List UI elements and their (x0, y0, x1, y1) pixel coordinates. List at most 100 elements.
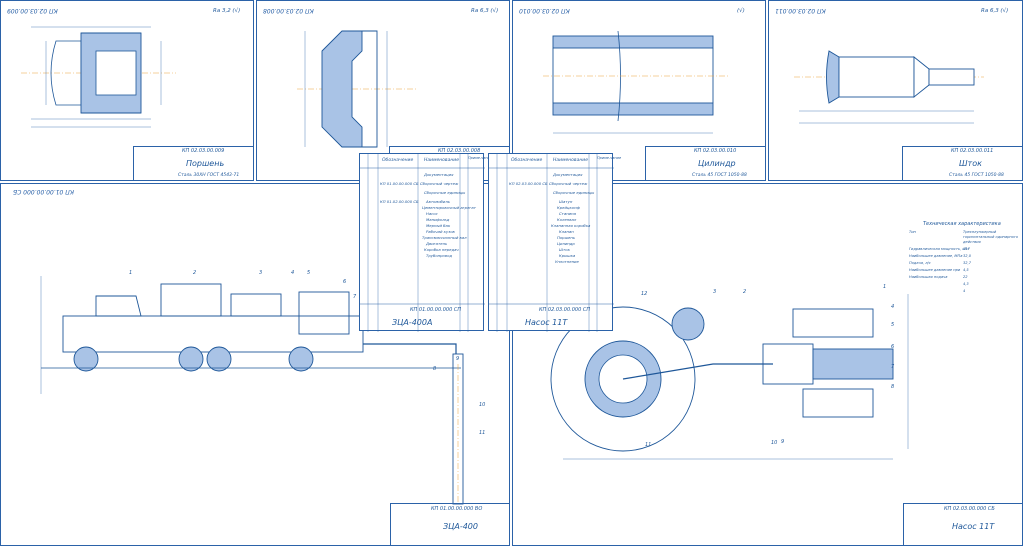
spec-footer-code: КП 01.00.00.000 СП (410, 307, 462, 313)
spec-item: Шток (559, 247, 570, 252)
tech-row-5: Гидравлическая мощность, кВт (909, 247, 970, 251)
title-block: КП 02.03.00.010 Цилиндр Сталь 45 ГОСТ 10… (645, 146, 766, 181)
spec-item: Клапанная коробка (551, 223, 591, 228)
spec-header-code: Обозначение (511, 158, 543, 163)
roughness-mark: Ra 6,3 (√) (981, 8, 1009, 14)
part-material: Сталь 45 ГОСТ 1050-88 (949, 173, 1004, 178)
spec-item: Трубопровод (426, 253, 453, 258)
spec-item: Манифольд (426, 217, 450, 222)
spec-footer-code: КП 02.03.00.000 СП (539, 307, 591, 313)
spec-section: Документация (553, 172, 583, 177)
callout-2: 2 (193, 270, 197, 276)
spec-section-2: Сборочные единицы (424, 190, 466, 195)
spec-item: Насос (426, 211, 438, 216)
spec-unit-code: КП 01.02.00.000 СБ (380, 199, 419, 204)
part-title: Поршень (186, 159, 225, 168)
spec-doc-name: Сборочный чертеж (549, 181, 588, 186)
callout-10: 10 (771, 440, 778, 446)
callout-6: 6 (343, 279, 347, 285)
tech-row-1: Тип (909, 230, 916, 234)
part-title: Шток (959, 159, 982, 168)
title-code: КП 02.03.00.011 (951, 148, 994, 154)
callout-3: 3 (259, 270, 263, 276)
tech-row-8: Наибольшее давление при (909, 268, 961, 272)
callout-8: 8 (891, 384, 895, 390)
tech-value-7: 4 (963, 289, 966, 293)
seat-drawing (297, 30, 417, 148)
spec-item: Шатун (559, 199, 573, 204)
tech-value-3: 32,7 (963, 261, 972, 265)
cylinder-drawing (543, 30, 728, 134)
part-material: Сталь 45 ГОСТ 1050-88 (692, 173, 747, 178)
title-code: КП 02.03.00.010 (694, 148, 737, 154)
callout-9: 9 (781, 439, 785, 445)
callout-8: 8 (433, 366, 437, 372)
title-block: КП 02.03.00.000 СБ Насос 11Т (903, 503, 1023, 546)
rod-drawing (794, 50, 984, 124)
part-title: ЗЦА-400 (443, 522, 478, 531)
tech-row-3: горизонтальный одинарного (963, 235, 1019, 239)
callout-2: 2 (743, 289, 747, 295)
spec-grid-left (360, 154, 485, 332)
roughness-mark: (√) (737, 8, 745, 14)
title-block: КП 02.03.00.009 Поршень Сталь 30ХН ГОСТ … (133, 146, 254, 181)
drawing-sheet-piston: КП 02.03.00.009 Ra 3,2 (√) КП 02.03.00.0… (0, 0, 254, 181)
spec-item: Коленвал (557, 217, 577, 222)
spec-footer-title: ЗЦА-400А (392, 318, 433, 327)
spec-sheet-left: Обозначение Наименование Приме-чание Док… (359, 153, 492, 332)
spec-item: Коробка передач (424, 247, 459, 252)
tech-row-7: Подача, л/с (909, 261, 931, 265)
title-block: КП 01.00.00.000 ВО ЗЦА-400 (390, 503, 510, 546)
spec-item: Крейцкопф (557, 205, 580, 210)
spec-item: Двигатель (426, 241, 448, 246)
spec-item: Уплотнение (555, 259, 579, 264)
title-code: КП 02.03.00.000 СБ (944, 506, 995, 512)
tech-row-4: действия (963, 240, 981, 244)
spec-item: Клапан (559, 229, 574, 234)
part-title: Цилиндр (698, 159, 736, 168)
title-code: КП 02.03.00.009 (182, 148, 225, 154)
spec-header-name: Наименование (553, 158, 588, 163)
callout-11: 11 (645, 442, 652, 448)
drawing-sheet-rod: КП 02.03.00.011 Ra 6,3 (√) КП 02.03.00.0… (768, 0, 1023, 181)
roughness-mark: Ra 3,2 (√) (213, 8, 241, 14)
spec-section-2: Сборочные единицы (553, 190, 595, 195)
piston-drawing (21, 26, 176, 128)
spec-section: Документация (424, 172, 454, 177)
callout-3: 3 (713, 289, 717, 295)
tech-heading: Техническая характеристика (923, 221, 1001, 227)
spec-item: Цементировочный агрегат (422, 205, 476, 210)
spec-header-name: Наименование (424, 158, 459, 163)
tech-value-4: 4,5 (963, 268, 969, 272)
tech-value-2: 32,0 (963, 254, 972, 258)
spec-doc-code: КП 02.03.00.000 СБ (509, 181, 548, 186)
callout-4: 4 (291, 270, 295, 276)
part-title: Насос 11Т (952, 522, 995, 531)
cementing-unit-drawing (40, 276, 464, 505)
callout-7: 7 (891, 364, 895, 370)
pump-drawing (550, 294, 909, 460)
callout-4: 4 (891, 304, 895, 310)
spec-item: Автомобиль (426, 199, 451, 204)
drawing-sheet-cylinder: КП 02.03.00.010 (√) КП 02.03.00.010 Цили… (512, 0, 766, 181)
spec-header-note: Приме-чание (468, 156, 493, 160)
spec-sheet-right: Обозначение Наименование Приме-чание Док… (488, 153, 621, 332)
spec-header-code: Обозначение (382, 158, 414, 163)
spec-item: Мерный бак (426, 223, 451, 228)
roughness-mark: Ra 6,3 (√) (471, 8, 499, 14)
spec-doc-code: КП 01.00.00.000 СБ (380, 181, 419, 186)
spec-item: Рабочий кузов (426, 229, 455, 234)
spec-header-note: Приме-чание (597, 156, 622, 160)
tech-value-1: 117 (963, 247, 970, 251)
tech-value-6: 4,3 (963, 282, 969, 286)
callout-5: 5 (307, 270, 311, 276)
spec-doc-name: Сборочный чертеж (420, 181, 459, 186)
callout-1: 1 (883, 284, 887, 290)
callout-12: 12 (641, 291, 648, 297)
title-code: КП 01.00.00.000 ВО (431, 506, 483, 512)
spec-item: Поршень (557, 235, 576, 240)
callout-5: 5 (891, 322, 895, 328)
callout-6: 6 (891, 344, 895, 350)
callout-9: 9 (456, 356, 460, 362)
title-code: КП 02.03.00.008 (438, 148, 481, 154)
